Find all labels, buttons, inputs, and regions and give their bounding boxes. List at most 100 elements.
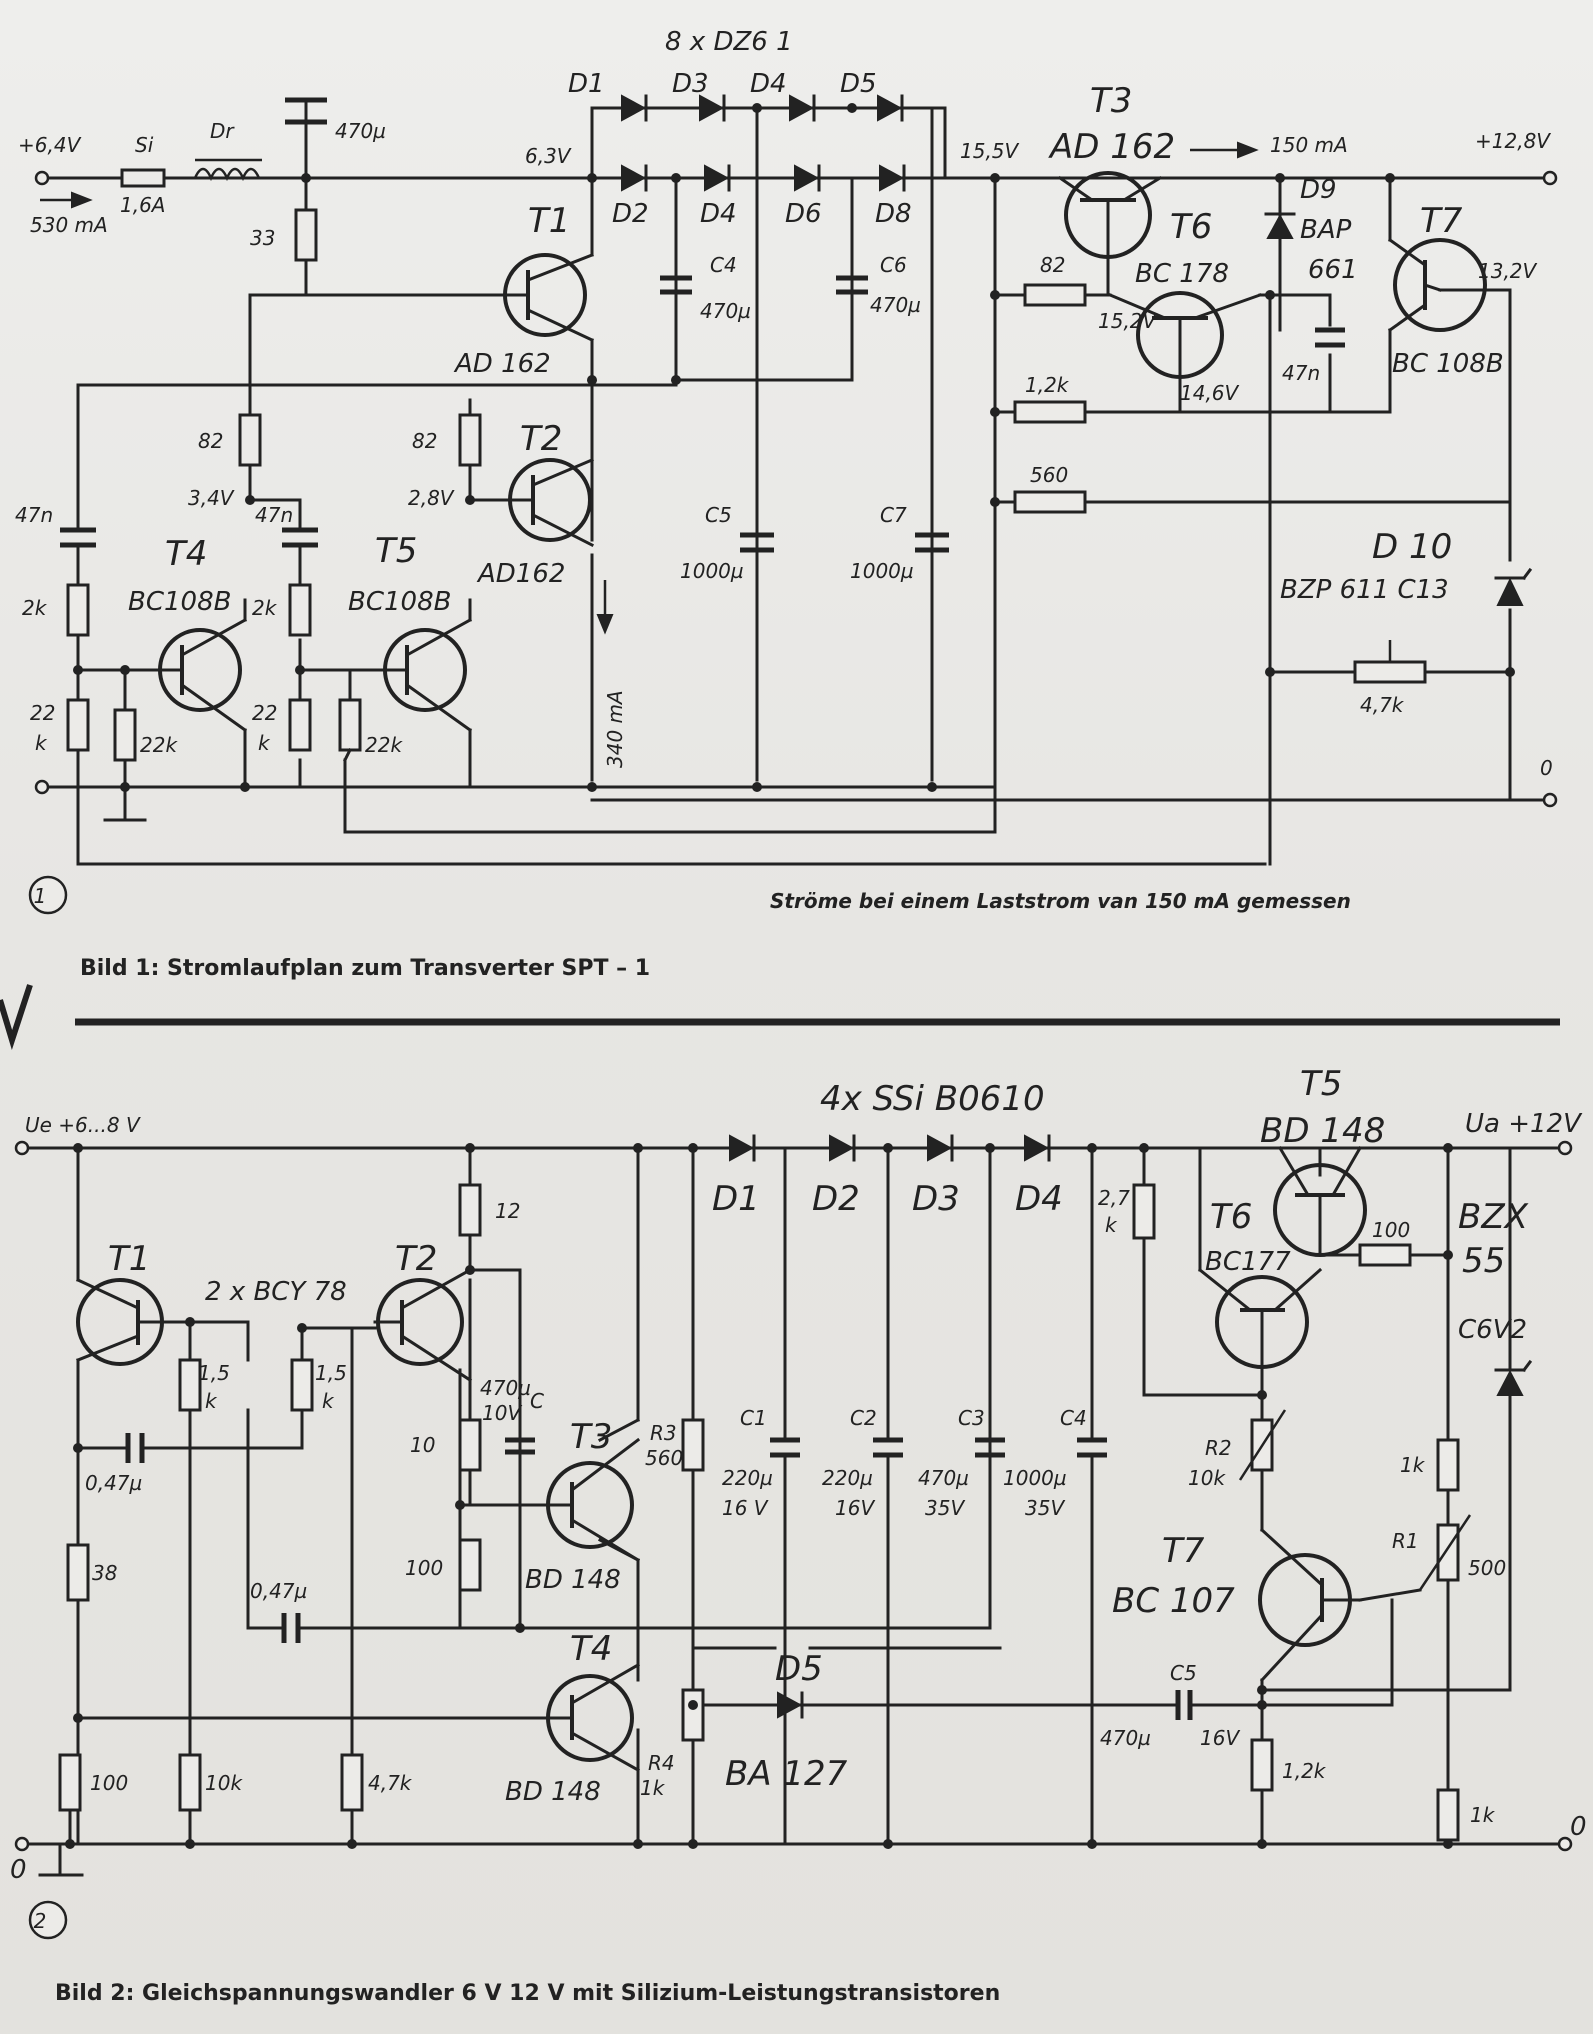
label-d10type: BZP 611 C13: [1280, 575, 1449, 605]
label-2-c2: C2: [850, 1406, 877, 1430]
pen-mark-left: [0, 984, 33, 1051]
resistor-1-5k-b: [290, 1358, 314, 1412]
label-pot47k: 4,7k: [1360, 693, 1405, 717]
label-2-t4: T4: [570, 1629, 612, 1669]
label-2-c10v: 10V: [482, 1401, 522, 1425]
label-t1: T1: [528, 201, 570, 241]
resistor-560: [1013, 490, 1087, 514]
label-2-r100b: 100: [1372, 1218, 1410, 1242]
label-2-c3v: 470µ: [918, 1466, 969, 1490]
label-2-t6type: BC177: [1205, 1247, 1291, 1277]
label-2-r10k: 10k: [205, 1771, 243, 1795]
label-2-zero-r: 0: [1570, 1812, 1587, 1842]
label-2-bzx3: C6V2: [1458, 1315, 1527, 1345]
cap-47n-c: [1315, 327, 1345, 348]
label-c7: C7: [880, 503, 907, 527]
label-t5type: BC108B: [348, 587, 451, 617]
label-2-c2v: 220µ: [822, 1466, 873, 1490]
label-r33: 33: [250, 226, 275, 250]
resistor-82b: [458, 413, 482, 467]
label-t1type: AD 162: [453, 349, 551, 379]
diode-d3b: [927, 1134, 954, 1162]
label-2-r1k: 1k: [1400, 1453, 1426, 1477]
label-2-r100c: 100: [90, 1771, 128, 1795]
label-2-diodes-title: 4x SSi B0610: [820, 1079, 1045, 1119]
cap-2-470u: [505, 1437, 535, 1455]
terminal-gnd-1r: [1542, 792, 1558, 808]
fig1-caption: Bild 1: Stromlaufplan zum Transverter SP…: [80, 956, 650, 981]
label-2-t6: T6: [1210, 1197, 1252, 1237]
label-2-c3: C3: [958, 1406, 985, 1430]
label-2-d2: D2: [812, 1179, 860, 1219]
label-c6: C6: [880, 253, 907, 277]
resistor-12: [458, 1183, 482, 1237]
label-2-r15ak: k: [205, 1389, 218, 1413]
transistor-t3: [1057, 171, 1163, 259]
label-iin: 530 mA: [30, 213, 108, 237]
resistor-82c: [1023, 283, 1087, 307]
fig1-components: [28, 94, 1558, 915]
transistor-t6: [1108, 291, 1262, 379]
label-2-c1u: 16 V: [722, 1496, 769, 1520]
label-t7: T7: [1420, 201, 1463, 241]
label-2-d4: D4: [1015, 1179, 1063, 1219]
resistor-10k: [178, 1753, 202, 1812]
diode-d5: [877, 94, 904, 122]
transistor-t7: [1387, 237, 1487, 333]
label-2-c5u: 16V: [1200, 1726, 1240, 1750]
diode-d6: [794, 164, 821, 192]
label-c47nb: 47n: [255, 503, 293, 527]
label-2-r12: 12: [495, 1199, 520, 1223]
label-2-d5type: BA 127: [725, 1754, 848, 1794]
diode-d3: [699, 94, 726, 122]
label-r560: 560: [1030, 463, 1068, 487]
resistor-2k-b: [288, 583, 312, 637]
label-t2type: AD162: [476, 559, 565, 589]
transistor-t5: [383, 617, 473, 733]
label-2-c4: C4: [1060, 1406, 1087, 1430]
label-2-c1v: 220µ: [722, 1466, 773, 1490]
label-2-c4v: 1000µ: [1003, 1466, 1067, 1490]
label-2-c2u: 16V: [835, 1496, 875, 1520]
label-vout: +12,8V: [1475, 129, 1551, 153]
transistor-2t3: [546, 1437, 641, 1563]
label-2-pair: 2 x BCY 78: [205, 1277, 347, 1307]
label-2-t5: T5: [1300, 1064, 1342, 1104]
terminal-gnd-1l: [34, 779, 50, 795]
label-d1: D1: [568, 69, 605, 99]
label-v152: 15,2V: [1098, 309, 1158, 333]
fig2-components: [14, 1134, 1573, 1940]
cap-2-047a: [125, 1433, 145, 1463]
resistor-4-7k: [340, 1753, 364, 1812]
resistor-2k-a: [66, 583, 90, 637]
label-v146: 14,6V: [1180, 381, 1240, 405]
figure-number-2: 2: [34, 1909, 47, 1933]
label-c5v: 1000µ: [680, 559, 744, 583]
cap-c6: [836, 275, 868, 295]
label-2-r2: R2: [1205, 1436, 1232, 1460]
label-2-t4type: BD 148: [505, 1777, 601, 1807]
label-i150: 150 mA: [1270, 133, 1348, 157]
transistor-2t5: [1273, 1145, 1367, 1257]
diode-d5b: [777, 1691, 804, 1719]
label-r82b: 82: [412, 429, 437, 453]
label-2-r47k: 4,7k: [368, 1771, 413, 1795]
label-r82a: 82: [198, 429, 223, 453]
label-i340: 340 mA: [603, 690, 627, 768]
label-t5: T5: [375, 531, 417, 571]
label-r82c: 82: [1040, 253, 1065, 277]
label-ue: Ue +6...8 V: [25, 1113, 141, 1137]
resistor-r3: [681, 1418, 705, 1472]
resistor-1k-b: [1436, 1788, 1460, 1842]
label-2-r4: R4: [648, 1751, 675, 1775]
label-d9a: BAP: [1300, 215, 1352, 245]
zener-d10: [1494, 567, 1533, 606]
label-2-t3type: BD 148: [525, 1565, 621, 1595]
label-v28: 2,8V: [408, 486, 455, 510]
label-2-r1kb: 1k: [1470, 1803, 1496, 1827]
resistor-10: [458, 1418, 482, 1472]
label-2-r15b: 1,5: [315, 1361, 347, 1385]
cap-2-047b: [281, 1613, 301, 1643]
label-2-r4v: 1k: [640, 1776, 666, 1800]
